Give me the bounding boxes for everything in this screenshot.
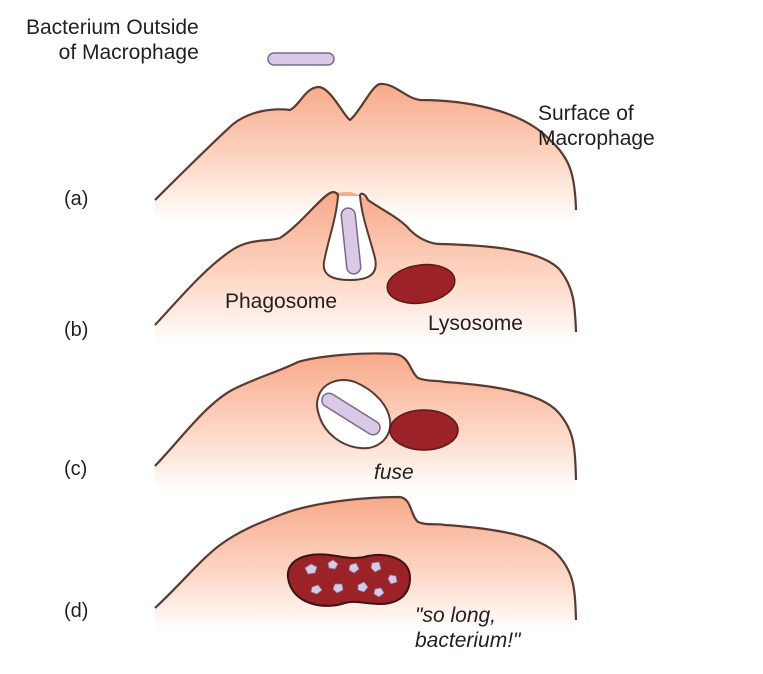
label-phagosome: Phagosome (225, 290, 338, 313)
bacterium-engulfed (340, 207, 362, 275)
bacterium-in-phagosome (321, 392, 381, 436)
macrophage-outline-b-left (154, 191, 340, 326)
label-bacterium-outside: Bacterium Outside of Macrophage (26, 16, 199, 65)
free-bacterium (267, 52, 335, 66)
label-fuse: fuse (374, 461, 414, 484)
lysosome-c (389, 409, 459, 451)
macrophage-outline-d (154, 495, 578, 621)
macrophage-outline-c (154, 352, 578, 481)
macrophage-outline-a (154, 82, 578, 211)
step-c-label: (c) (64, 458, 88, 480)
macrophage-outline-b-right (358, 192, 578, 333)
label-lysosome: Lysosome (428, 312, 523, 335)
lysosome-b (386, 263, 456, 305)
step-d-label: (d) (64, 600, 89, 622)
label-macrophage-surface: Surface of Macrophage (538, 102, 655, 151)
macrophage-surface-a (155, 83, 576, 222)
step-b-label: (b) (64, 319, 89, 341)
step-a-label: (a) (64, 188, 89, 210)
bacterium-fragments (304, 559, 398, 598)
label-quote: "so long, bacterium!" (415, 604, 521, 653)
